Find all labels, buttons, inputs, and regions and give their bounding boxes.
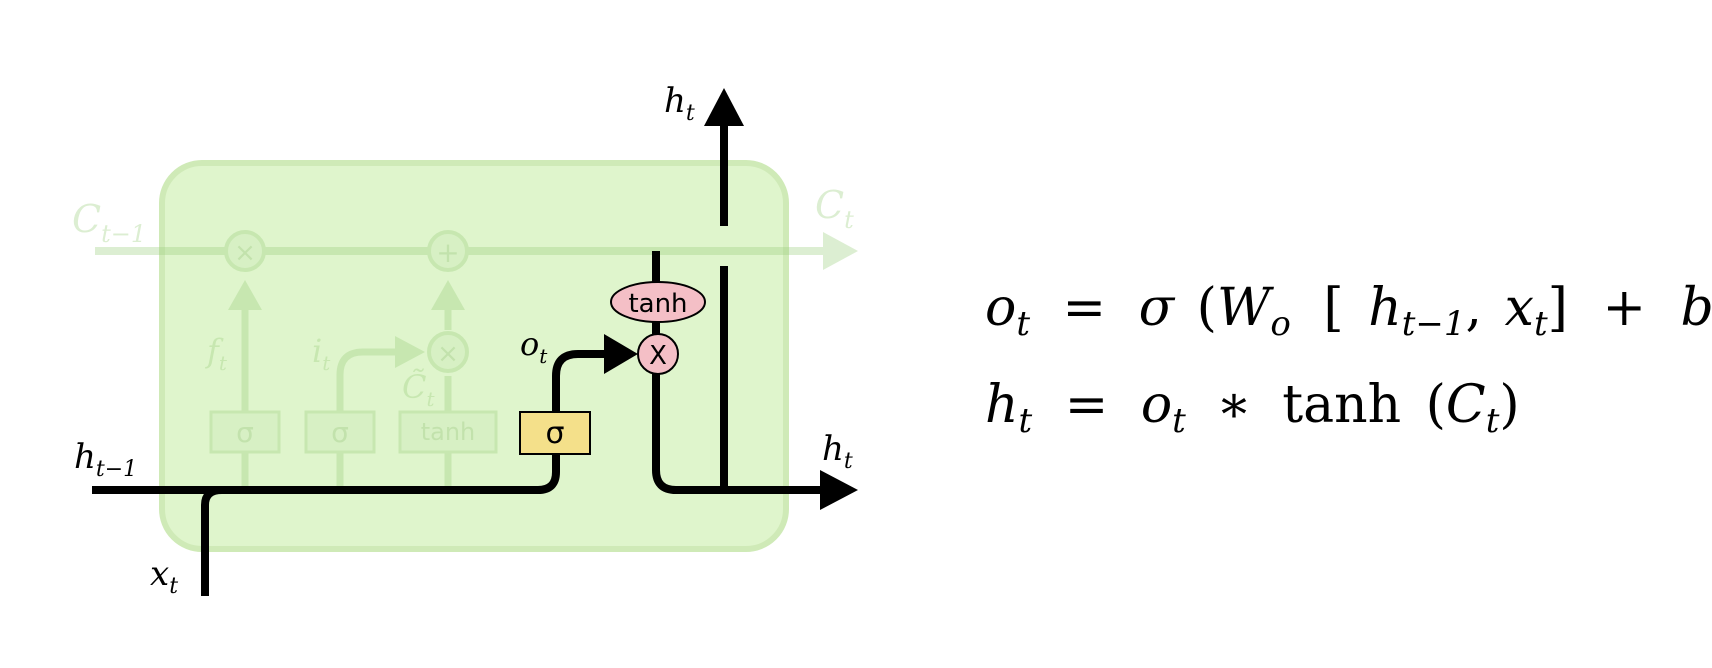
hidden-in-label: ht−1 [74,437,137,482]
forget-sigma-label: σ [236,416,254,449]
forget-gate-arrowhead [228,280,262,310]
output-gate-arrowhead [604,334,638,374]
cell-state-in-label: Ct−1 [72,197,146,248]
svg-text:ht = ot ∗: ht = ot ∗ tanh (Ct) [985,375,1520,445]
input-sigma-layer [304,410,376,454]
output-sigma-layer [519,411,591,455]
input-gate-line [336,348,400,490]
lstm-cell-box [159,160,789,552]
output-tanh-label: tanh [628,289,687,319]
add-op [427,230,469,272]
input-multiply-symbol: × [437,339,459,369]
faded-internals: × + × σ σ tanh Ct−1 Ct ft it C̃t [72,183,858,490]
input-gate-arrowhead [395,336,425,368]
forget-sigma-layer [209,410,281,454]
cell-state-out-label: Ct [815,183,854,234]
output-multiply-op [637,333,679,375]
input-gate-label: it [312,332,331,375]
hidden-out-top-arrowhead [704,88,744,126]
equation-output-gate: ot = σ (Wo [ ht−1, xt] + bo) [985,278,1712,348]
output-gate-line [552,350,612,412]
output-multiply-symbol: X [649,341,667,371]
output-sigma-label: σ [545,416,564,451]
candidate-tanh-layer [398,410,498,454]
input-multiply-op [427,331,469,373]
candidate-tanh-label: tanh [421,418,476,446]
candidate-arrowhead [431,280,465,310]
input-xt-label: xt [150,554,178,599]
forget-multiply-symbol: × [234,238,256,268]
hidden-in-bus [92,454,560,494]
svg-text:ot = σ (Wo: ot = σ (Wo [ ht−1, xt] + bo) [985,278,1712,348]
hidden-out-right-label: ht [822,429,853,474]
multiply-to-output-line [652,372,825,494]
output-gate-label: ot [520,325,548,368]
equation-hidden-state: ht = ot ∗ tanh (Ct) [985,375,1520,445]
cell-state-arrowhead [823,232,858,270]
hidden-out-top-label: ht [664,81,695,126]
candidate-label: C̃t [402,368,435,411]
forget-multiply-op [224,230,266,272]
output-tanh-op [610,281,706,323]
input-sigma-label: σ [331,416,349,449]
add-symbol: + [436,236,459,269]
hidden-out-right-arrowhead [820,470,858,510]
